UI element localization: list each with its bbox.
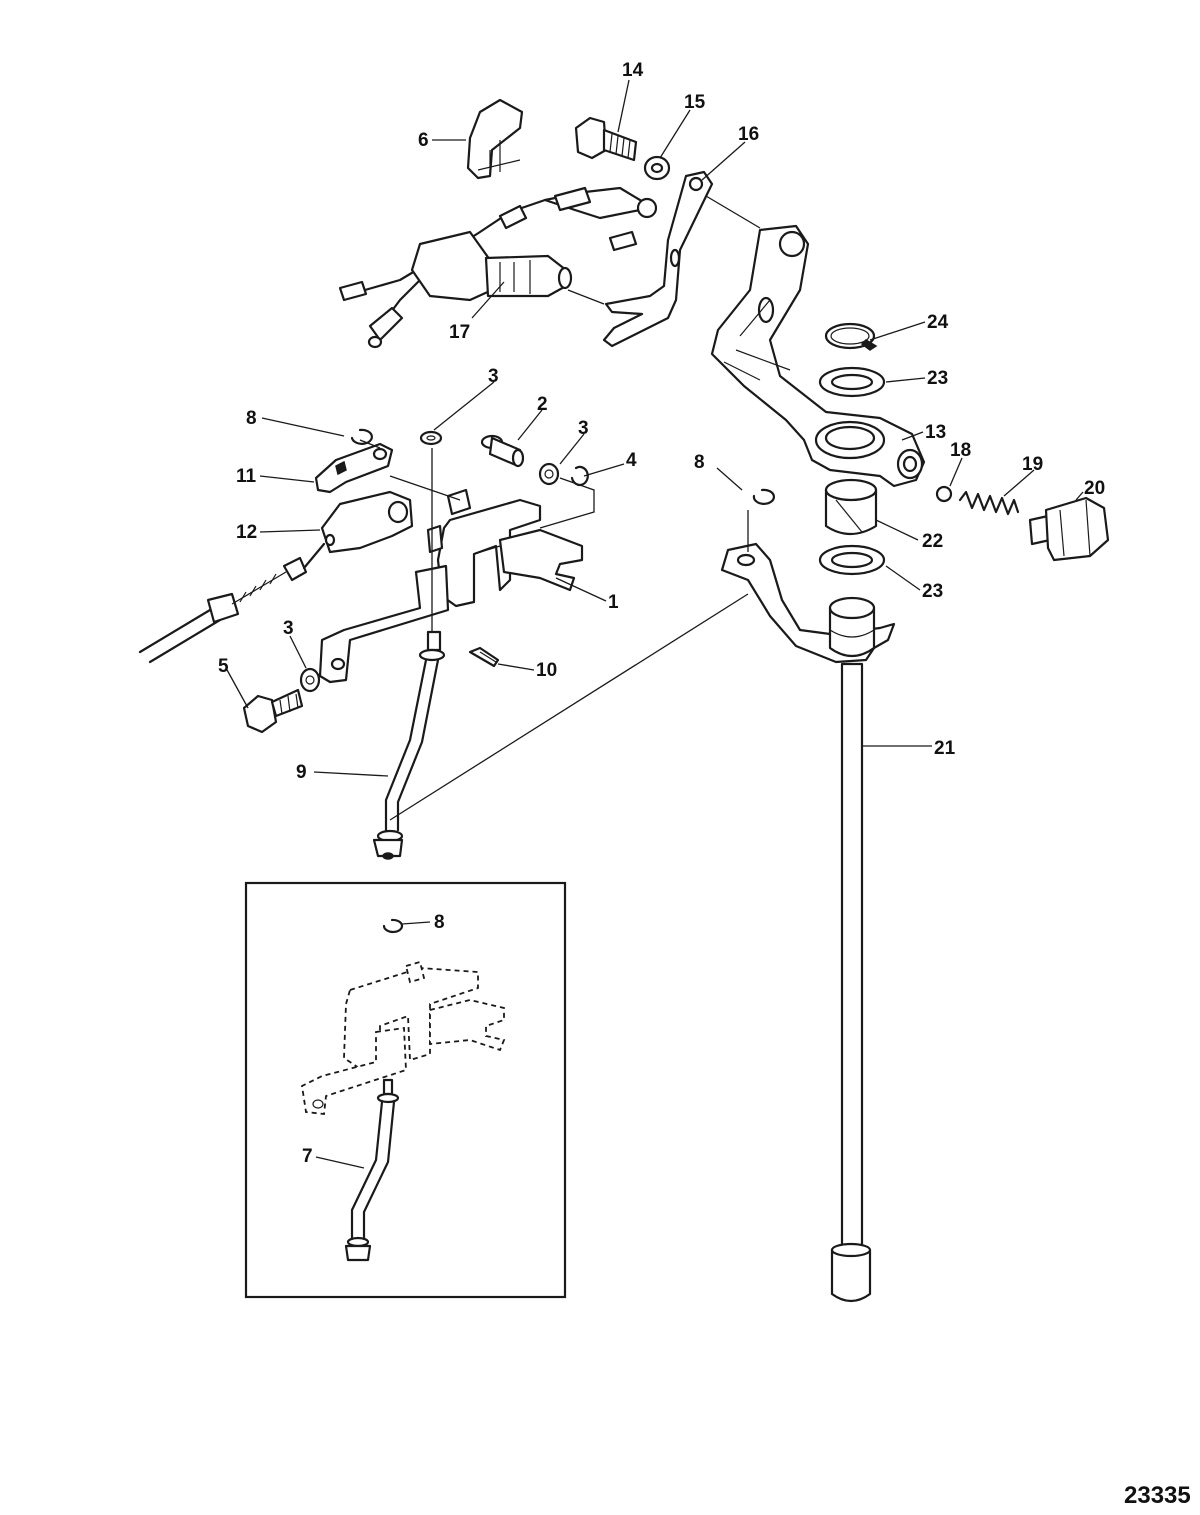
part-14-bolt bbox=[574, 116, 638, 162]
part-11-link bbox=[314, 442, 394, 494]
callout-17: 17 bbox=[449, 322, 470, 343]
callout-3-top: 3 bbox=[488, 366, 499, 387]
callout-8-left: 8 bbox=[246, 408, 257, 429]
callout-13: 13 bbox=[925, 422, 946, 443]
inset-detail bbox=[244, 881, 567, 1299]
part-21-shift-shaft bbox=[720, 542, 896, 1303]
callout-16: 16 bbox=[738, 124, 759, 145]
callout-leaders bbox=[225, 79, 1084, 1169]
part-3-washer-top bbox=[419, 430, 443, 446]
callout-10: 10 bbox=[536, 660, 557, 681]
part-22-bushing bbox=[824, 478, 878, 536]
callout-3-mid: 3 bbox=[578, 418, 589, 439]
callout-2: 2 bbox=[537, 394, 548, 415]
part-12-cable-connector bbox=[320, 490, 414, 554]
part-3-washer-bolt bbox=[299, 667, 321, 693]
part-23-upper-washer bbox=[818, 366, 886, 398]
figure-number: 23335 bbox=[1124, 1482, 1191, 1509]
part-13-shift-lever bbox=[710, 224, 926, 488]
callout-19: 19 bbox=[1022, 454, 1043, 475]
callout-22: 22 bbox=[922, 531, 943, 552]
part-8-eclip-left bbox=[350, 428, 373, 445]
part-1-shift-bracket bbox=[318, 488, 584, 684]
part-10-cotter-pin bbox=[468, 646, 500, 668]
callout-18: 18 bbox=[950, 440, 971, 461]
part-9-link-rod bbox=[372, 630, 446, 860]
callout-6: 6 bbox=[418, 130, 429, 151]
part-16-bracket bbox=[602, 170, 714, 348]
part-17-switch-harness bbox=[338, 186, 658, 349]
part-24-snap-ring bbox=[824, 322, 878, 351]
callout-8-right: 8 bbox=[694, 452, 705, 473]
callout-5: 5 bbox=[218, 656, 229, 677]
callout-24: 24 bbox=[927, 312, 949, 333]
callout-8-inset: 8 bbox=[434, 912, 445, 933]
part-20-plug bbox=[1028, 496, 1110, 562]
part-6-clip bbox=[466, 98, 524, 180]
callout-7: 7 bbox=[302, 1146, 313, 1167]
callout-1: 1 bbox=[608, 592, 619, 613]
part-18-ball bbox=[935, 485, 953, 503]
callout-14: 14 bbox=[622, 60, 644, 81]
part-5-bolt bbox=[242, 688, 304, 734]
callout-23-lower: 23 bbox=[922, 581, 943, 602]
callout-15: 15 bbox=[684, 92, 706, 113]
part-19-spring bbox=[958, 490, 1020, 516]
part-3-washer-mid bbox=[538, 462, 560, 486]
callout-9: 9 bbox=[296, 762, 307, 783]
callout-3-bolt: 3 bbox=[283, 618, 294, 639]
callout-labels: 14 15 16 6 17 24 23 13 18 19 20 22 23 8 … bbox=[218, 60, 1105, 1167]
part-23-lower-washer bbox=[818, 544, 886, 576]
control-cable bbox=[138, 542, 326, 664]
callout-4: 4 bbox=[626, 450, 637, 471]
callout-12: 12 bbox=[236, 522, 257, 543]
part-15-washer bbox=[643, 155, 671, 181]
alignment-lines bbox=[359, 195, 761, 821]
callout-11: 11 bbox=[236, 466, 257, 487]
part-8-eclip-right bbox=[752, 488, 776, 505]
callout-23-upper: 23 bbox=[927, 368, 948, 389]
part-2-pin bbox=[480, 434, 525, 468]
callout-20: 20 bbox=[1084, 478, 1105, 499]
callout-21: 21 bbox=[934, 738, 956, 759]
